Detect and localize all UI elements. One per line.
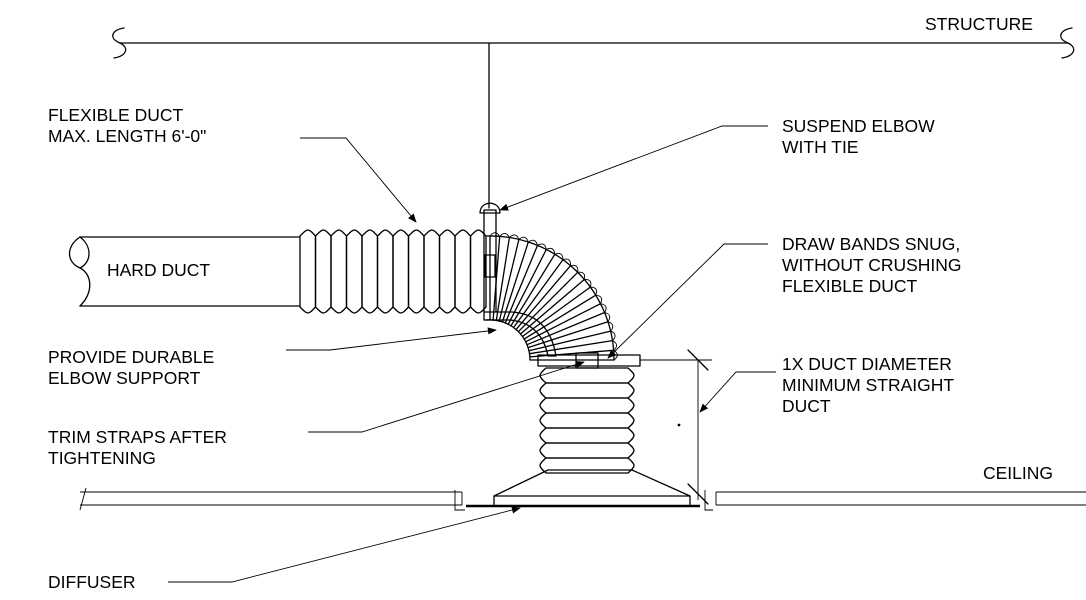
elbow-support-label: PROVIDE DURABLE ELBOW SUPPORT — [48, 347, 215, 388]
flexible-duct-label: FLEXIBLE DUCT MAX. LENGTH 6'-0" — [48, 105, 207, 146]
straight-duct-dimension — [640, 349, 712, 505]
draw-bands-label: DRAW BANDS SNUG, WITHOUT CRUSHING FLEXIB… — [782, 234, 962, 296]
flexible-duct-vertical — [539, 367, 635, 474]
leader-lines — [168, 125, 776, 583]
structure-label: STRUCTURE — [925, 14, 1033, 34]
elbow-support — [479, 202, 557, 357]
hard-duct-label: HARD DUCT — [107, 260, 211, 280]
hard-duct — [68, 236, 301, 307]
structure-line — [112, 27, 1075, 59]
flexible-duct-horizontal — [299, 229, 487, 314]
ceiling-line — [79, 487, 1086, 511]
ceiling-label: CEILING — [983, 463, 1054, 483]
diffuser — [466, 469, 700, 508]
suspend-elbow-label: SUSPEND ELBOW WITH TIE — [782, 116, 935, 157]
diffuser-label: DIFFUSER — [48, 572, 136, 592]
straight-duct-label: 1X DUCT DIAMETER MINIMUM STRAIGHT DUCT — [782, 354, 955, 416]
trim-straps-label: TRIM STRAPS AFTER TIGHTENING — [48, 427, 227, 468]
